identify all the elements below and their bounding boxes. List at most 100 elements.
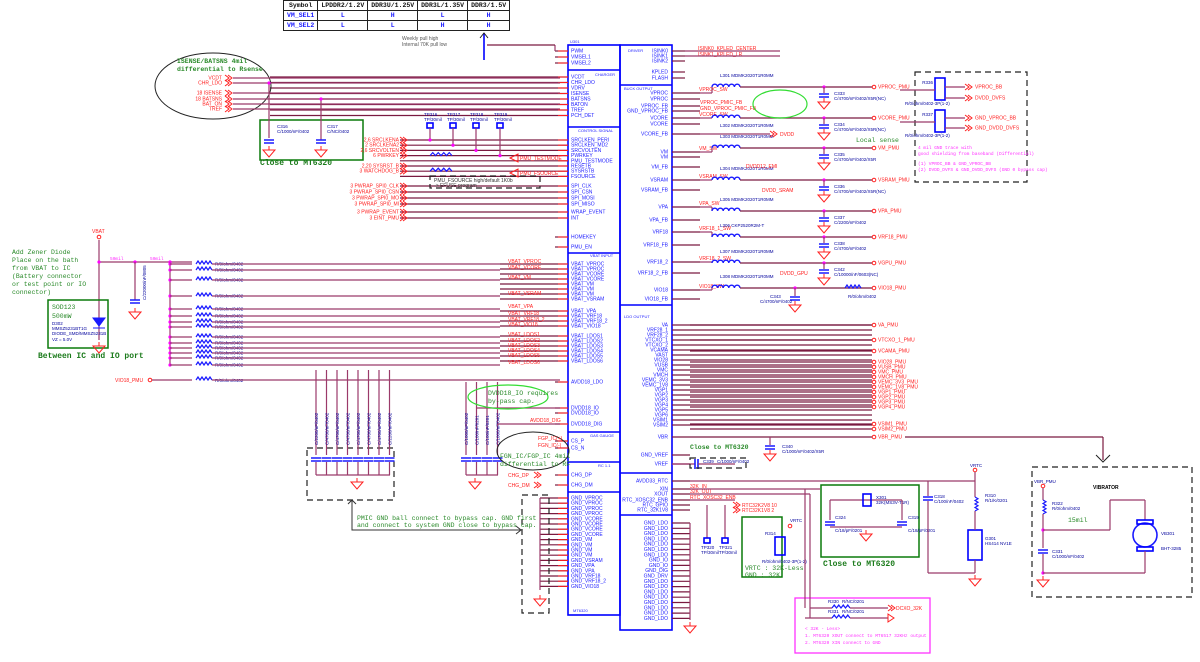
ic-pin-label: GND_DRV <box>644 574 669 580</box>
section-driver: DRIVER <box>628 48 643 53</box>
ldo-pmu-label: VSIM2_PMU <box>878 427 907 433</box>
net-port-icon <box>871 234 877 240</box>
ic-pin-label: RESETB <box>571 164 592 170</box>
net-label: CHG_DM <box>508 483 530 489</box>
ic-pin-label: PWRKEY <box>571 153 593 159</box>
cap-value: C/2200/nF/0402 <box>388 412 393 445</box>
net-label: PMU_TESTMODE <box>520 156 562 162</box>
ic-pin-label: VMCH <box>653 373 668 379</box>
resistor-icon <box>195 275 213 282</box>
vrtc-note: GND : 32K <box>745 572 780 579</box>
net-port-icon <box>871 115 877 121</box>
ic-pin-label: SRCLKEN_MD2 <box>571 143 608 149</box>
pmu-label: VPROC_PMU <box>878 85 910 91</box>
pmu-label: VSRAM_PMU <box>878 178 910 184</box>
ldo-pmu-label: VGP1_PMU <box>878 390 906 396</box>
ic-pin-label: SPI_MOSI <box>571 196 595 202</box>
ic-pin-label: SRCLKEN_PERI <box>571 138 609 144</box>
net-port-icon <box>871 394 877 400</box>
zener-note: Place on the bath <box>12 257 78 264</box>
net-port-icon <box>871 177 877 183</box>
ic-pin-label: FLASH <box>652 76 669 82</box>
ic-pin-label: VSIM1 <box>653 418 668 424</box>
ic-pin-label: VGP2 <box>655 393 669 399</box>
trace-width-note: 50mil <box>110 256 124 262</box>
arrow-down-icon <box>1095 454 1111 463</box>
cap-value: C/22000/nF/0805 <box>142 265 147 300</box>
table-row: VM_SEL2 L L H H <box>282 20 511 31</box>
test-point-icon <box>449 122 457 129</box>
ldo-pmu-label: VBR_PMU <box>878 435 903 441</box>
ic-pin-label: GND_VCORE <box>571 527 603 533</box>
net-port-icon <box>871 364 877 370</box>
net-label: VCDT <box>208 76 222 82</box>
net-port-icon <box>399 188 408 196</box>
ic-pin-label: VCORE <box>650 122 668 128</box>
ic-pin-label: VIO18_FB <box>645 297 669 303</box>
ic-pin-label: GND_LDO <box>644 531 668 537</box>
capacitor-icon <box>819 154 829 159</box>
ic-pin-label: GND_VRF18_2 <box>571 579 606 585</box>
ic-pin-label: VBAT_VPA <box>571 309 597 315</box>
cap-value: C/4700/nF/0402/X5R(NC) <box>834 189 886 194</box>
cap-value: C/100/nF/0402 <box>934 499 964 504</box>
ldo-pmu-label: VGP3_PMU <box>878 400 906 406</box>
capacitor-icon <box>819 186 829 191</box>
net-label: RTC_XOSC32_ENB <box>690 495 736 501</box>
close-box <box>259 119 364 161</box>
net-label: 3 PWRAP_SPI0_MO <box>352 196 399 202</box>
net-label: 3 WATCHDOG_B <box>360 169 400 175</box>
test-point-icon <box>496 122 504 129</box>
net-port-icon <box>399 182 408 190</box>
inductor-ref: L306 CKP2520R2M-T <box>720 223 765 228</box>
cap-value: C/2200/nF/0402 <box>834 220 867 225</box>
ic-pin-label: GND_LDO <box>644 595 668 601</box>
ldo-pmu-label: VIO28_PMU <box>878 360 906 366</box>
vrtc-label: VRTC <box>790 518 803 523</box>
net-label: PMU_FSOURCE <box>520 171 559 177</box>
ic-pin-label: GND_VPA <box>571 568 595 574</box>
cap-value: C/100/nF/0201 <box>485 415 490 445</box>
ldo-pmu-label: VSIM1_PMU <box>878 422 907 428</box>
resistor-icon <box>429 167 453 173</box>
ic-pin-label: CS_N <box>571 446 585 452</box>
capacitor-icon <box>461 457 471 462</box>
ic-pin-label: VCDT <box>571 75 585 81</box>
cap-value: C/4700/nF/0402 <box>367 412 372 445</box>
ic-pin-label: GND_VRF18 <box>571 574 601 580</box>
section-ldo: LDO OUTPUT <box>624 314 650 319</box>
ic-pin-label: ISINK0 <box>652 49 668 55</box>
resistor-icon <box>195 259 213 266</box>
ic-pin-label: GND_VCORE <box>571 522 603 528</box>
ic-pin-label: VCAMA <box>650 348 668 354</box>
resistor-ref: R331 <box>828 609 839 614</box>
ic-pin-label: DVDD18_IO <box>571 406 599 412</box>
vibrator-motor-icon <box>1132 522 1158 548</box>
crystal-icon <box>862 493 872 507</box>
net-label: VBAT_VSRAM <box>508 291 541 297</box>
capacitor-icon <box>482 457 492 462</box>
32k-less-box <box>794 597 931 654</box>
ic-pin-label: SYSRSTB <box>571 169 595 175</box>
ic-pin-label: VGP3 <box>655 398 669 404</box>
net-port-icon <box>224 89 233 97</box>
net-label: 2,6 SRCVOLTEN <box>360 148 399 154</box>
net-port-icon <box>769 130 778 138</box>
capacitor-icon <box>311 457 321 462</box>
bb-net-label: GND_VPROC_BB <box>975 116 1017 122</box>
motor-part: BHT-3285 <box>1161 546 1182 551</box>
cap-value: C/4700/nF/0402 <box>335 412 340 445</box>
ic-pin-label: VBAT_VM <box>571 292 594 298</box>
ground-icon <box>787 301 803 313</box>
resistor-icon <box>195 291 213 298</box>
resistor-value: R/0/ohm/0402-3P(1-2) <box>762 559 807 564</box>
capacitor-icon <box>130 299 140 304</box>
ic-pin-label: VBAT_LDOS5 <box>571 354 603 360</box>
capacitor-icon <box>374 457 384 462</box>
ic-pin-label: GND_LDO <box>644 584 668 590</box>
net-label: VBAT_VM <box>508 275 531 281</box>
ground-icon <box>313 146 329 158</box>
cap-ref: C343 <box>770 294 781 299</box>
sod-note: SOD123 <box>52 304 76 311</box>
